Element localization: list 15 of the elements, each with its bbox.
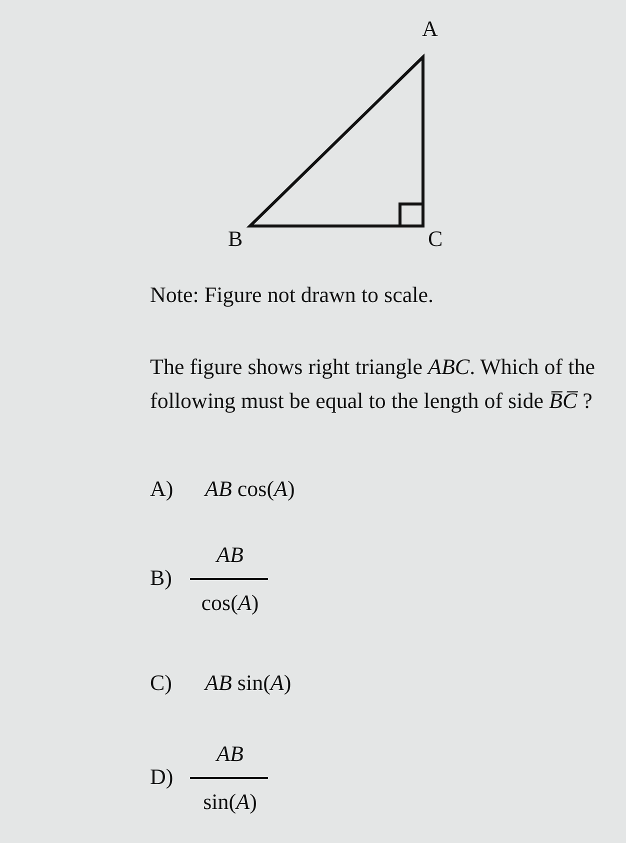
note-text: Note: Figure not drawn to scale.: [150, 281, 434, 309]
fraction-denominator: sin(A): [202, 788, 258, 816]
option-letter: C): [150, 669, 172, 697]
fraction-numerator: AB: [214, 541, 244, 569]
fraction-numerator: AB: [214, 740, 244, 768]
option-letter: B): [150, 564, 172, 592]
vertex-label: A: [422, 15, 438, 43]
option-letter: A): [150, 475, 174, 503]
answer-option: AB cos(A): [205, 472, 295, 506]
vertex-label: C: [428, 225, 443, 253]
option-letter: D): [150, 763, 174, 791]
fraction-denominator: cos(A): [200, 589, 260, 617]
question-text: The figure shows right triangle ABC. Which of the following must be equal to the length of side B̅C̅ ?: [150, 353, 596, 415]
vertex-label: B: [228, 225, 243, 253]
answer-option: AB sin(A): [205, 666, 292, 700]
